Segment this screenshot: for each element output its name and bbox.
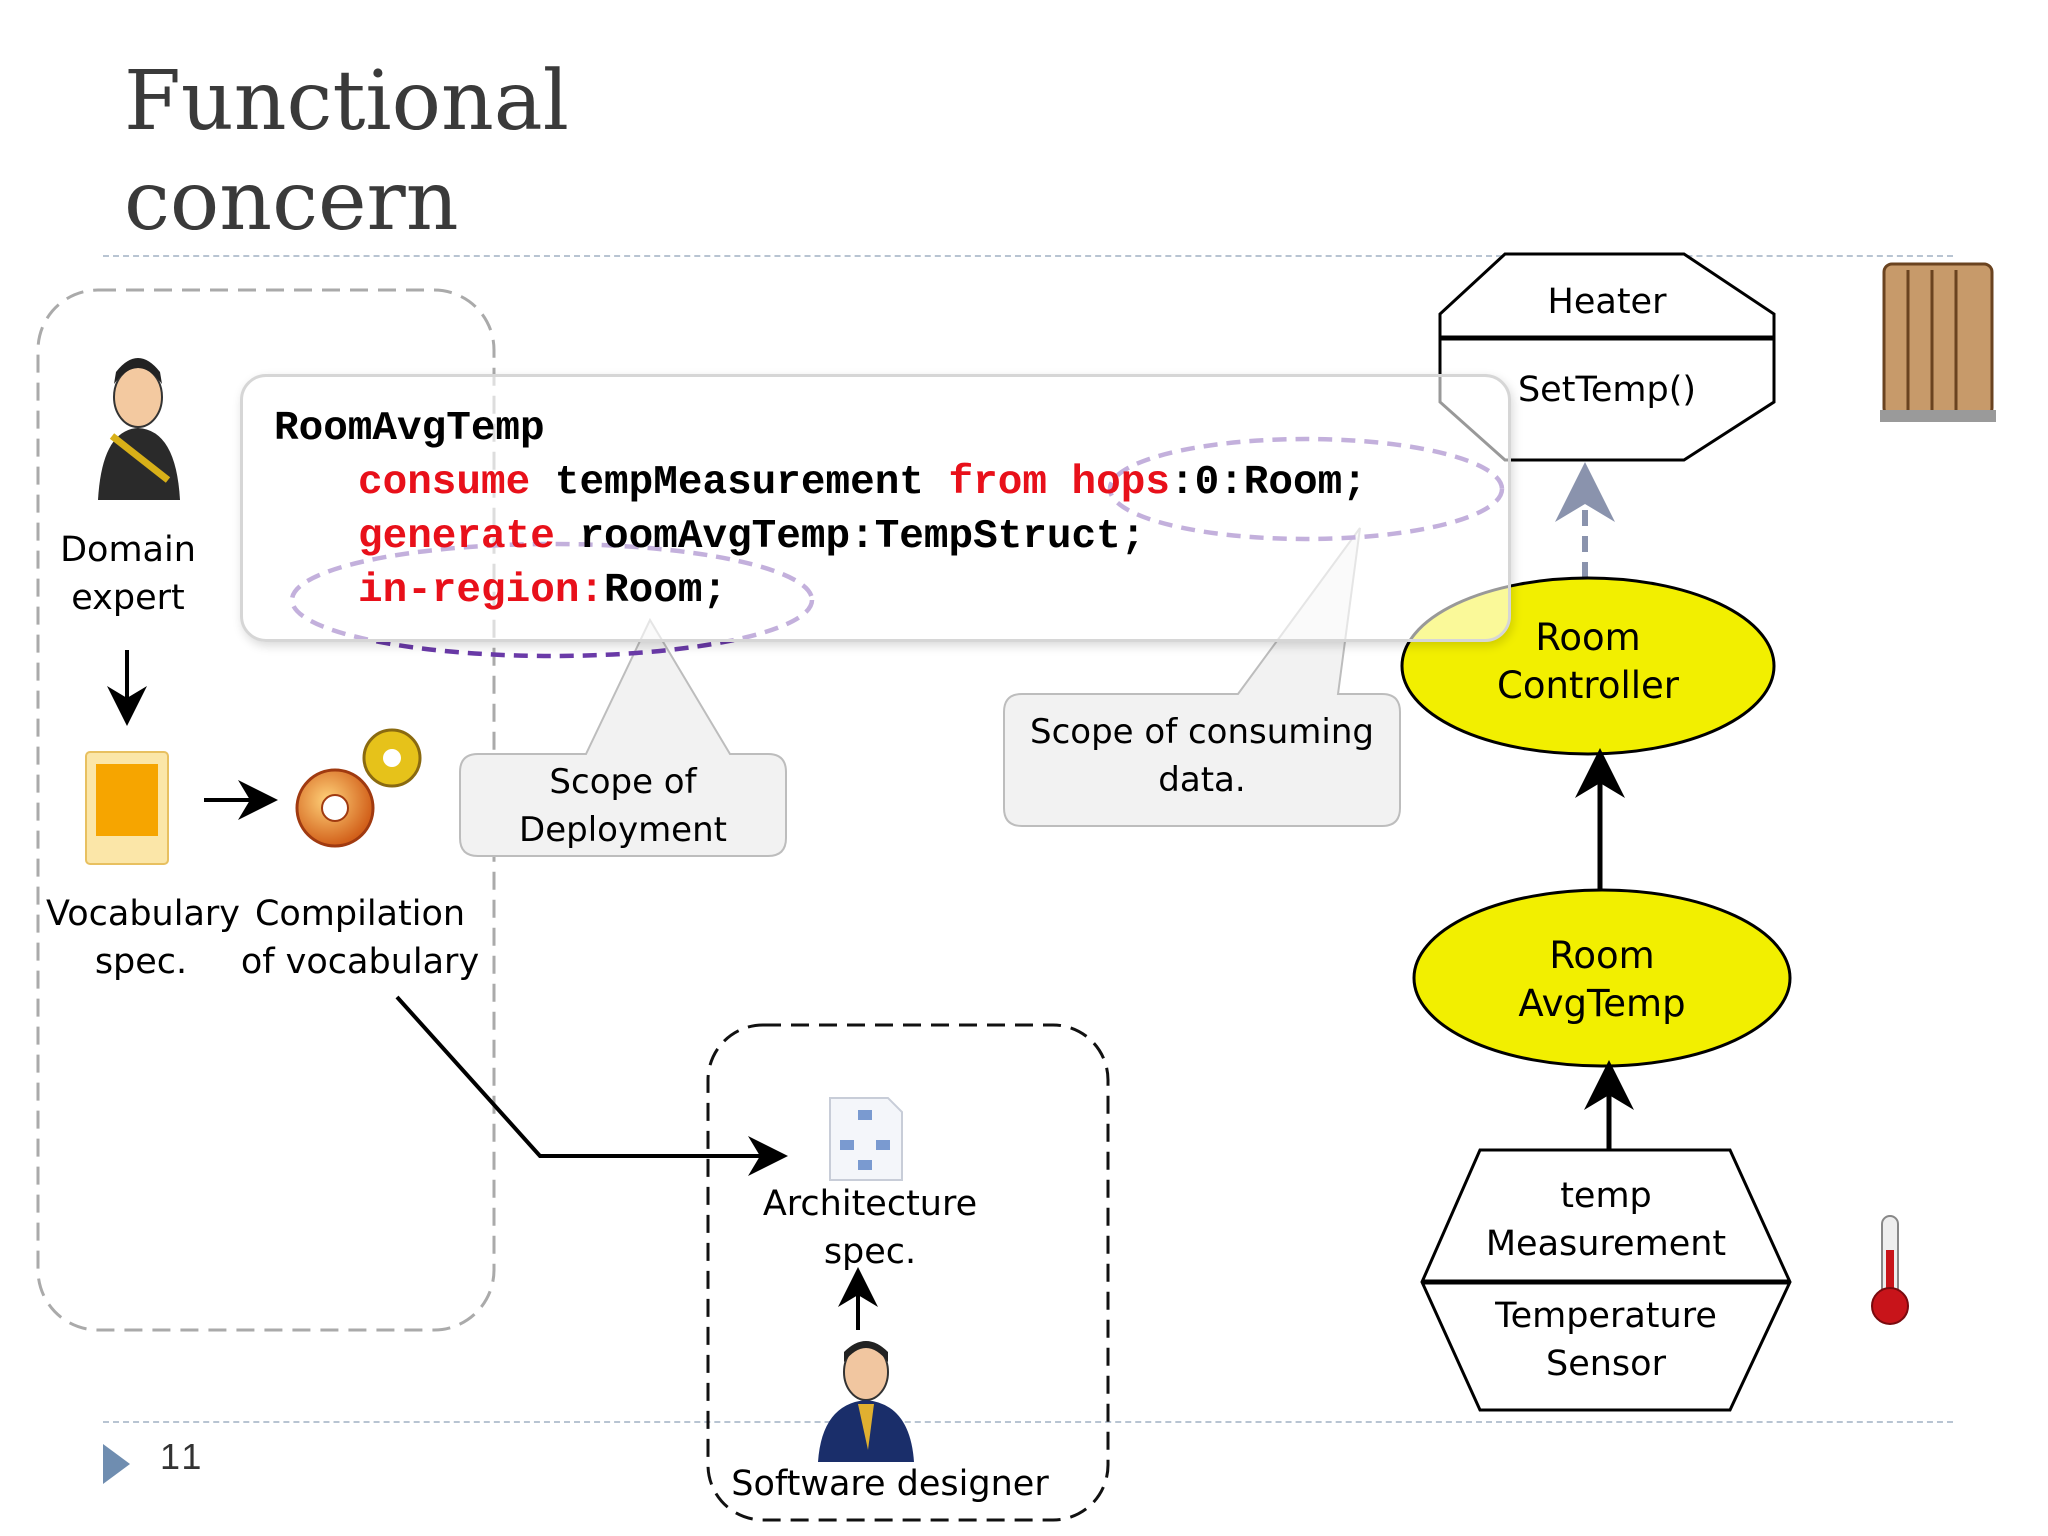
temperature-sensor-label-2: Sensor [1546, 1344, 1666, 1384]
software-designer-label: Software designer [731, 1464, 1049, 1504]
callout-deployment-bubble [459, 617, 787, 857]
arrow-compilation-to-architecture [395, 995, 788, 1176]
room-avgtemp-label: Room AvgTemp [1414, 932, 1790, 1028]
architecture-spec-label-1: Architecture [762, 1184, 978, 1224]
code-line-1: RoomAvgTemp [274, 406, 545, 452]
room-controller-label-1: Room [1535, 616, 1641, 659]
architecture-spec-label: Architecture spec. [750, 1180, 990, 1276]
gears-icon [295, 728, 422, 848]
temperature-sensor-label-1: Temperature [1495, 1296, 1717, 1336]
bottom-divider [103, 1421, 1953, 1423]
temp-measurement-label-2: Measurement [1485, 1224, 1727, 1264]
code-line-2: consume tempMeasurement from hops:0:Room… [358, 460, 1367, 506]
domain-expert-icon [98, 358, 180, 500]
temperature-sensor-label: Temperature Sensor [1430, 1292, 1782, 1388]
vocabulary-spec-label-1: Vocabulary [46, 894, 241, 934]
domain-expert-label-1: Domain [60, 530, 196, 570]
temp-measurement-label-1: temp [1560, 1176, 1652, 1216]
domain-expert-label-2: expert [71, 578, 185, 618]
top-divider [103, 255, 1953, 257]
page-number: 11 [160, 1436, 206, 1477]
heater-label: Heater [1547, 282, 1667, 322]
callout-consuming-bubble [1003, 527, 1401, 827]
callout-consuming-line2: data. [1158, 760, 1246, 800]
thermometer-icon [1871, 1215, 1909, 1325]
code-line-4: in-region:Room; [358, 568, 728, 614]
architecture-spec-label-2: spec. [823, 1232, 917, 1272]
domain-expert-group-box [36, 288, 496, 1332]
code-line-3: generate roomAvgTemp:TempStruct; [358, 514, 1146, 560]
vocabulary-spec-label: Vocabulary spec. [46, 890, 241, 986]
callout-deployment-line1: Scope of [549, 762, 697, 802]
settemp-label: SetTemp() [1517, 370, 1697, 410]
temp-measurement-label: temp Measurement [1430, 1172, 1782, 1268]
room-avgtemp-label-2: AvgTemp [1518, 982, 1686, 1025]
vocabulary-document-icon [85, 751, 169, 865]
compilation-label: Compilation of vocabulary [240, 890, 480, 986]
page-marker-icon [103, 1444, 130, 1484]
compilation-label-2: of vocabulary [240, 942, 480, 982]
heater-shape [1438, 252, 1776, 462]
title-line-2: concern [124, 154, 459, 249]
slide-title: Functional concern [124, 52, 569, 252]
software-designer-icon [818, 1341, 914, 1462]
title-line-1: Functional [124, 54, 569, 149]
room-controller-label: Room Controller [1402, 614, 1774, 710]
callout-deployment-line2: Deployment [519, 810, 727, 850]
callout-consuming-line1: Scope of consuming [1030, 712, 1374, 752]
code-box [240, 374, 1511, 642]
compilation-label-1: Compilation [254, 894, 466, 934]
room-avgtemp-label-1: Room [1549, 934, 1655, 977]
room-controller-label-2: Controller [1496, 664, 1679, 707]
callout-consuming: Scope of consuming data. [1004, 708, 1400, 804]
callout-deployment: Scope of Deployment [460, 758, 786, 854]
radiator-icon [1880, 262, 1996, 422]
software-designer-group-box [706, 1023, 1110, 1522]
domain-expert-label: Domain expert [38, 526, 218, 622]
vocabulary-spec-label-2: spec. [94, 942, 188, 982]
architecture-document-icon [829, 1097, 903, 1181]
